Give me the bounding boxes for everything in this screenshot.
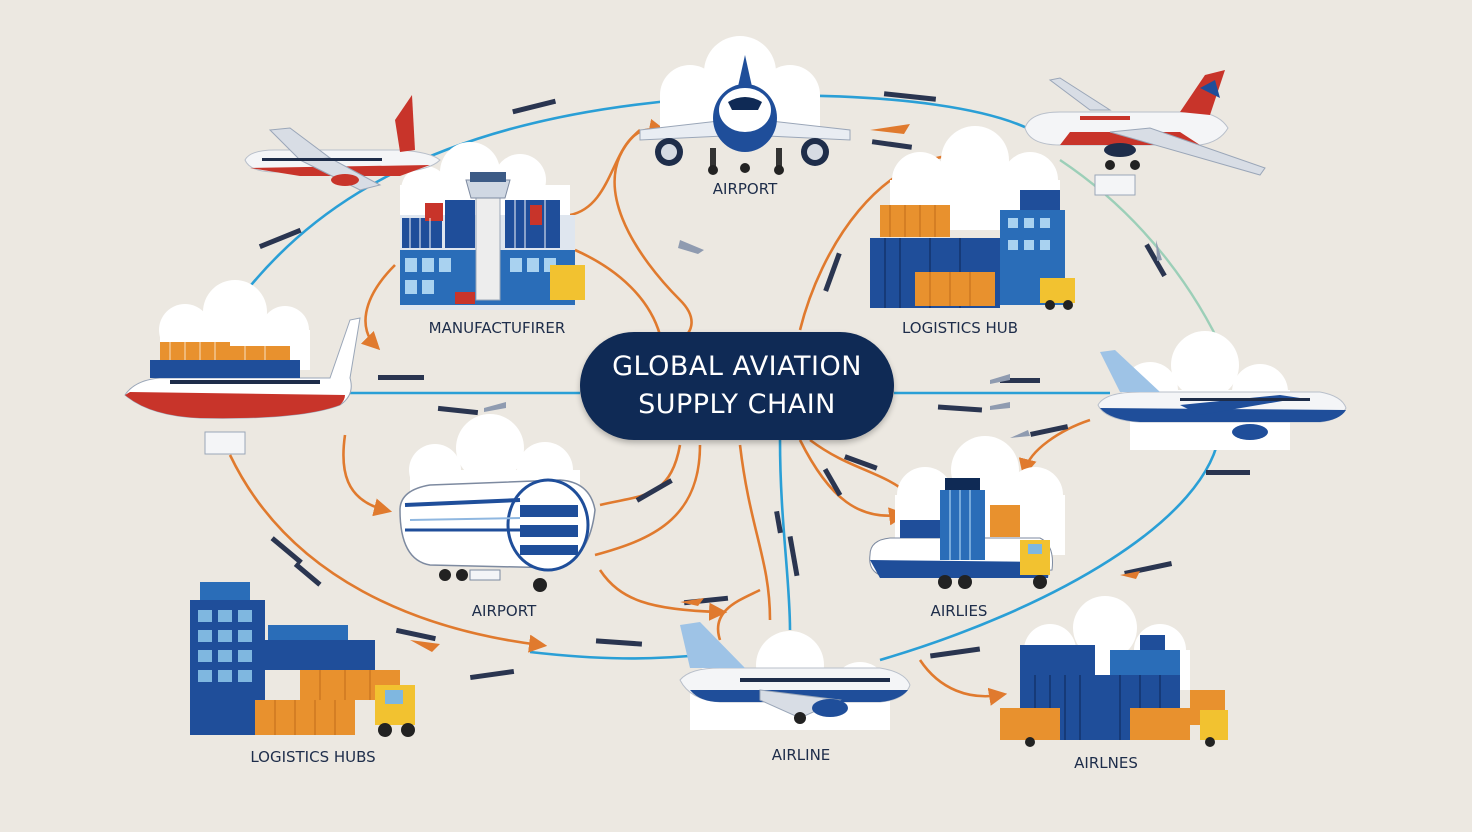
container-yard-icon [1000, 635, 1228, 747]
route-blue-right-down [879, 429, 1222, 662]
route-green-right [1059, 159, 1227, 356]
route-orange-left-long [228, 454, 548, 653]
fuselage-hangar-icon [399, 478, 596, 592]
node-label-logistics-hubs: LOGISTICS HUBS [250, 748, 376, 766]
route-orange-mfg-right [574, 248, 662, 336]
tiny-plane-icons [484, 240, 1162, 438]
blue-airliner-right-icon [1097, 350, 1347, 440]
red-plane-topleft-icon [244, 95, 441, 191]
route-orange-bottom-right [918, 659, 1008, 706]
route-orange-center-right2 [809, 438, 911, 496]
node-label-airline: AIRLINE [771, 746, 831, 764]
title-line-2: SUPPLY CHAIN [638, 389, 836, 420]
container-warehouse-icon [870, 190, 1075, 310]
red-plane-topright-icon [1024, 70, 1266, 196]
node-label-airport-bottom: AIRPORT [471, 602, 537, 620]
route-orange-center-down [738, 444, 772, 621]
blue-routes [233, 94, 1222, 662]
node-label-logistics-hub: LOGISTICS HUB [901, 319, 1019, 337]
cargo-ship-icon [124, 317, 361, 455]
cargo-tower-icon [869, 478, 1053, 589]
tiny-orange-arrows [410, 124, 1140, 652]
node-label-manufacturer: MANUFACTUFIRER [428, 319, 566, 337]
airliner-icon [679, 622, 911, 724]
route-orange-center-right [798, 439, 908, 526]
title-line-1: GLOBAL AVIATION [612, 351, 862, 382]
green-routes [1059, 159, 1227, 356]
node-label-airlies: AIRLIES [930, 602, 988, 620]
orange-routes [228, 118, 1091, 706]
route-orange-hangar-down [598, 569, 728, 621]
route-blue-bottom [529, 650, 701, 660]
center-title-pill: GLOBAL AVIATION SUPPLY CHAIN [580, 332, 894, 440]
route-orange-airport-loop [613, 129, 693, 342]
route-orange-center-left2 [594, 444, 702, 557]
route-orange-ship-down [342, 434, 393, 517]
route-orange-mfg-left [360, 264, 396, 351]
factory-tower-icon [400, 172, 585, 310]
warehouse-buildings-icon [190, 582, 415, 737]
node-label-airport-top: AIRPORT [712, 180, 778, 198]
route-blue-top-arc [233, 94, 1041, 306]
cargo-jet-icon [639, 55, 851, 175]
route-blue-center-down [778, 439, 792, 631]
route-orange-right-hook [1018, 418, 1091, 478]
route-orange-airline-up [716, 588, 761, 641]
node-label-airlnes: AIRLNES [1074, 754, 1138, 772]
